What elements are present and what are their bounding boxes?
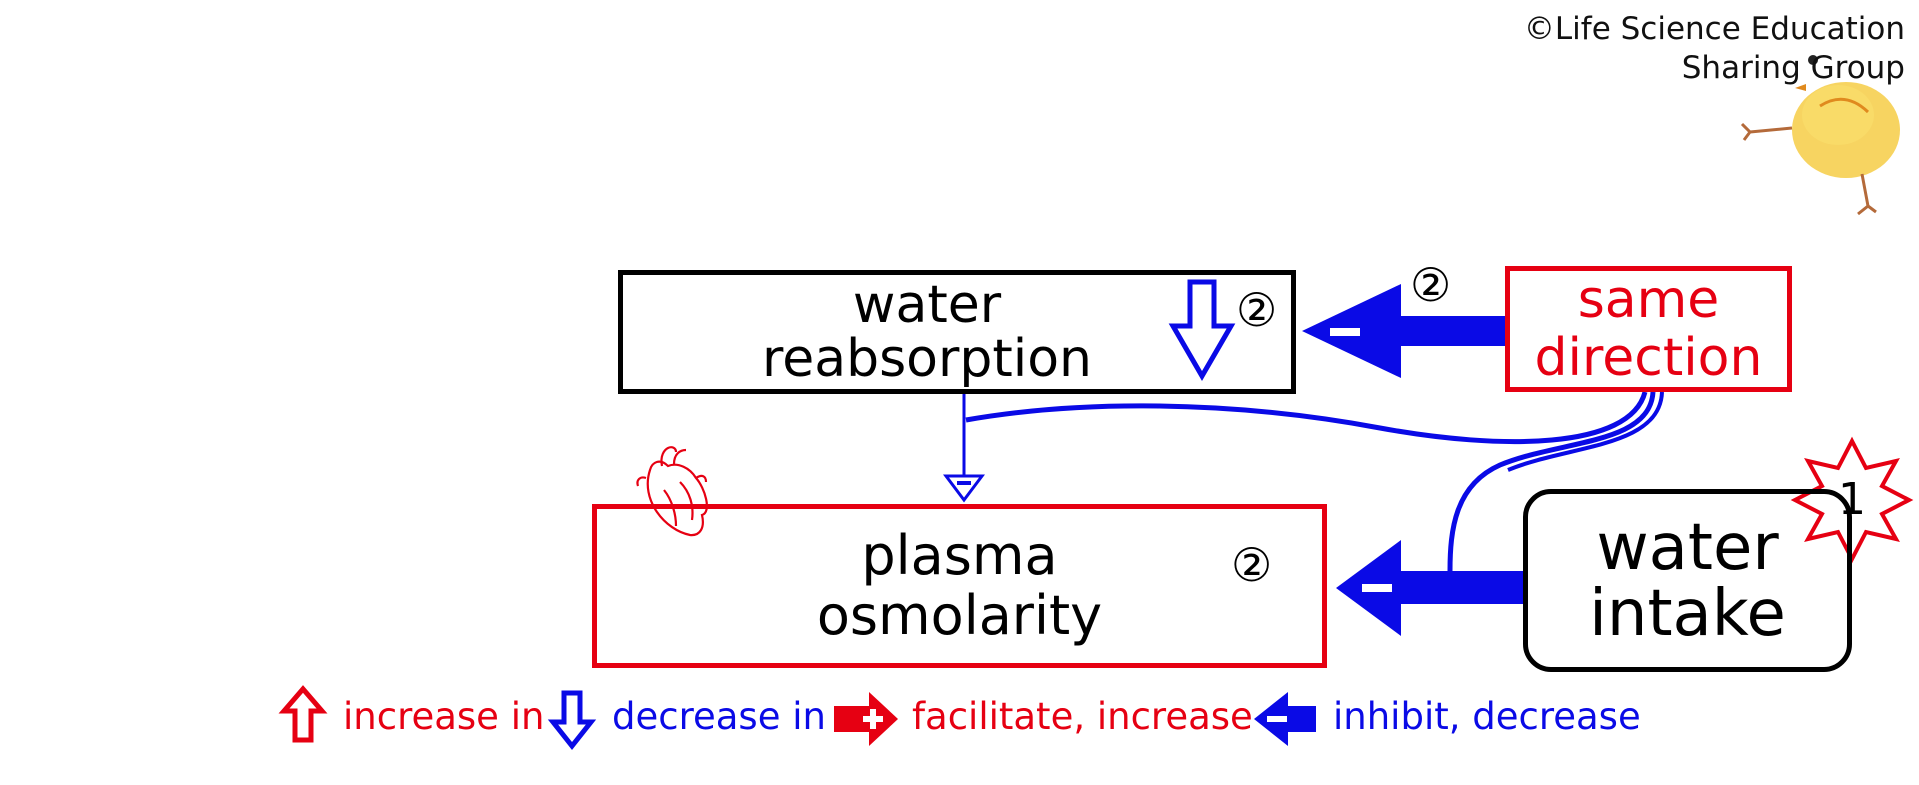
legend-decrease-label: decrease in — [612, 695, 826, 738]
step-marker-arrow: ② — [1410, 258, 1452, 312]
node-label-line-2: osmolarity — [816, 584, 1103, 647]
chick-mascot-icon — [1740, 55, 1900, 216]
small-inhibit-arrowhead — [943, 474, 985, 503]
node-water-intake: water intake — [1523, 489, 1852, 672]
start-marker-number: 1 — [1838, 474, 1866, 525]
legend-decrease-arrow-icon — [547, 690, 597, 751]
step-marker-reabsorption: ② — [1236, 283, 1278, 337]
inhibit-arrow-to-plasma — [1336, 540, 1527, 636]
connector-same-to-reabsorption-line — [965, 391, 1648, 445]
copyright-line-2: Sharing Group — [1681, 50, 1905, 86]
step-marker-plasma: ② — [1231, 538, 1273, 592]
legend-facilitate-label: facilitate, increase — [912, 695, 1253, 738]
node-same-direction: same direction — [1505, 266, 1792, 392]
decrease-arrow-icon — [1168, 279, 1236, 381]
node-water-reabsorption: water reabsorption — [618, 270, 1296, 394]
node-label-line-2: direction — [1534, 328, 1763, 388]
connector-same-to-intake-arrow — [1447, 391, 1664, 572]
copyright-notice: ©Life Science Education Sharing Group — [1524, 10, 1905, 88]
node-label-line-2: reabsorption — [761, 329, 1092, 389]
node-label-line-1: water — [1596, 510, 1779, 585]
copyright-line-1: ©Life Science Education — [1523, 11, 1905, 47]
node-label-line-1: plasma — [861, 524, 1058, 587]
legend-inhibit-label: inhibit, decrease — [1333, 695, 1641, 738]
legend-inhibit-arrow-icon — [1254, 692, 1316, 746]
node-plasma-osmolarity: plasma osmolarity — [592, 504, 1327, 668]
legend-increase-label: increase in — [343, 695, 545, 738]
starburst-icon — [1790, 436, 1914, 564]
node-label-line-2: intake — [1589, 576, 1786, 651]
node-label-line-1: water — [852, 275, 1002, 335]
inhibit-arrow-to-reabsorption — [1302, 284, 1508, 378]
legend-facilitate-arrow-icon — [834, 692, 898, 746]
legend-increase-arrow-icon — [278, 685, 328, 743]
node-label-line-1: same — [1577, 270, 1720, 330]
